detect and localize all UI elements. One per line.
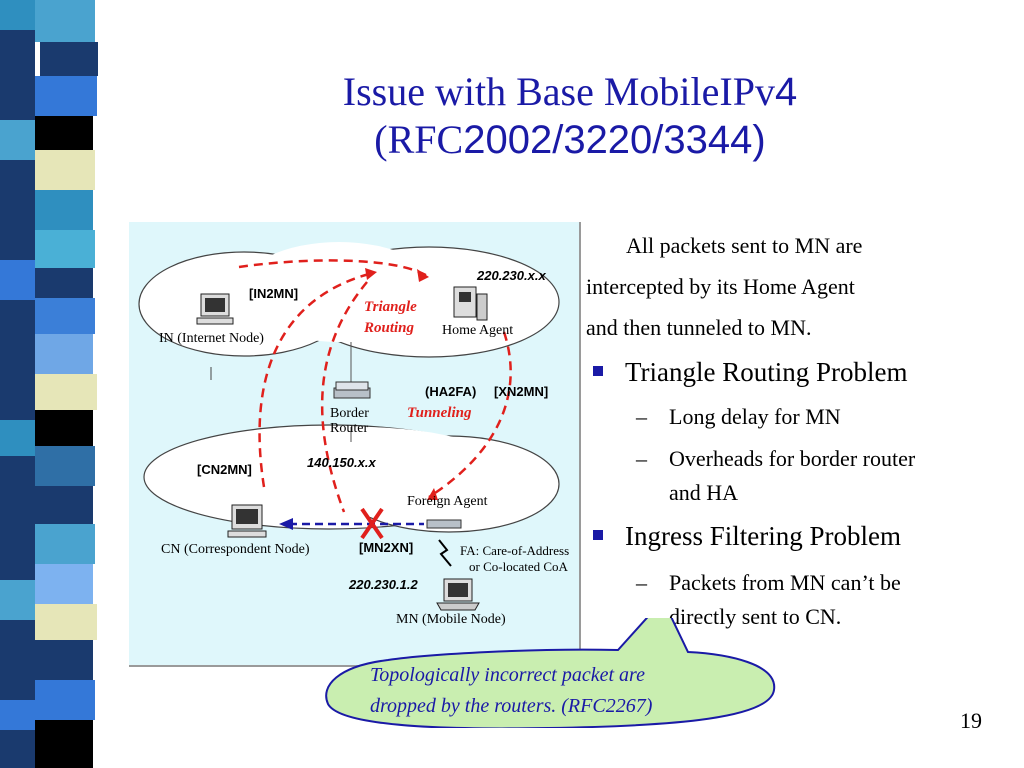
bullet-square-icon: [593, 530, 603, 540]
label-fa-coa-2: or Co-located CoA: [469, 559, 568, 574]
label-tunneling: Tunneling: [407, 405, 472, 421]
sub-dash: –: [636, 570, 647, 595]
sub-bullet-long-delay: Long delay for MN: [669, 404, 841, 429]
intro-line-1: All packets sent to MN are: [626, 233, 863, 258]
home-agent-computer-icon: [453, 286, 488, 321]
border-router-icon: [333, 381, 371, 399]
callout-bubble: [325, 618, 776, 728]
label-home-agent: Home Agent: [442, 323, 514, 338]
callout-line-1: Topologically incorrect packet are: [370, 664, 645, 686]
title-line2: (RFC: [374, 117, 464, 162]
label-foreign-agent: Foreign Agent: [407, 494, 488, 509]
label-border: Border: [330, 406, 369, 421]
label-xn2mn: [XN2MN]: [494, 384, 549, 399]
network-diagram-svg: [138, 242, 560, 611]
slide-title: Issue with Base MobileIPv4 (RFC2002/3220…: [230, 68, 910, 164]
page-number: 19: [960, 708, 982, 733]
intro-line-2: intercepted by its Home Agent: [586, 274, 855, 299]
home-network-cloud: [138, 242, 560, 358]
label-routing: Routing: [364, 320, 415, 336]
title-line2-rfcs: 2002/3220/3344): [463, 118, 766, 162]
wireless-link: [438, 539, 452, 567]
foreign-agent-router-icon: [426, 519, 462, 529]
internet-node-computer-icon: [196, 293, 234, 325]
label-router: Router: [330, 421, 369, 436]
mobile-ip-diagram: [IN2MN] 220.230.x.x Triangle Routing IN …: [129, 222, 581, 667]
title-line1-version: 4: [774, 70, 798, 114]
label-correspondent-node: CN (Correspondent Node): [161, 542, 310, 557]
callout-text: Topologically incorrect packet are dropp…: [370, 660, 750, 722]
bullet-label: Triangle Routing Problem: [625, 357, 908, 387]
sub-bullet-overheads-cont: and HA: [669, 480, 739, 505]
label-internet-node: IN (Internet Node): [159, 331, 264, 346]
bullet-triangle-routing: Triangle Routing Problem: [593, 357, 908, 388]
label-fa-coa-1: FA: Care-of-Address: [460, 543, 570, 558]
triangle-routing-arrows: [238, 259, 512, 513]
label-triangle: Triangle: [364, 299, 417, 315]
sub-dash: –: [636, 404, 647, 429]
decorative-stripe-bar: [0, 0, 115, 768]
label-in2mn: [IN2MN]: [249, 286, 299, 301]
title-line1: Issue with Base MobileIPv: [342, 69, 775, 114]
label-mn-address: 220.230.1.2: [349, 577, 418, 592]
label-foreign-network: 140.150.x.x: [307, 455, 376, 470]
intro-line-3: and then tunneled to MN.: [586, 315, 812, 340]
label-mobile-node: MN (Mobile Node): [396, 612, 506, 627]
label-mn2xn: [MN2XN]: [359, 540, 414, 555]
sub-bullet-packets-cont: directly sent to CN.: [669, 604, 842, 629]
sub-bullet-overheads: Overheads for border router: [669, 446, 916, 471]
callout-line-2: dropped by the routers. (RFC2267): [370, 695, 653, 717]
sub-bullet-packets: Packets from MN can’t be: [669, 570, 901, 595]
correspondent-node-computer-icon: [227, 504, 267, 538]
blocked-x-mark: [360, 507, 384, 540]
bullet-square-icon: [593, 366, 603, 376]
sub-dash: –: [636, 446, 647, 471]
label-home-network: 220.230.x.x: [477, 268, 546, 283]
bullet-ingress-filtering: Ingress Filtering Problem: [593, 521, 901, 552]
label-cn2mn: [CN2MN]: [197, 462, 252, 477]
label-ha2fa: (HA2FA): [425, 384, 477, 399]
bullet-label: Ingress Filtering Problem: [625, 521, 901, 551]
mobile-node-laptop-icon: [436, 578, 480, 611]
foreign-network-cloud: [143, 424, 560, 533]
